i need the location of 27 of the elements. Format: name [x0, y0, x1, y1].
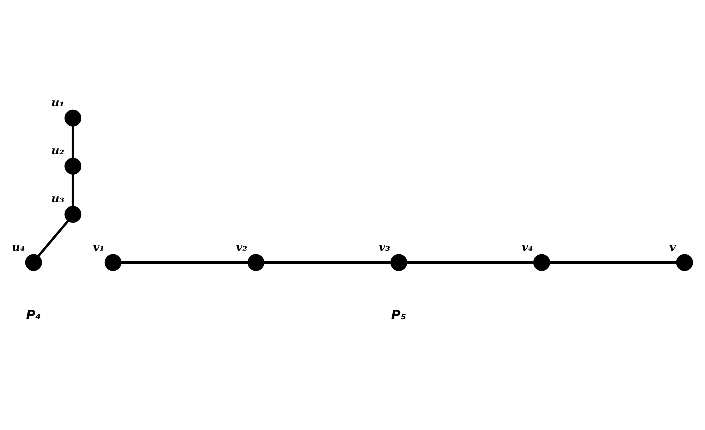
- node-circle: [104, 254, 122, 272]
- connector: [407, 262, 534, 264]
- node-label: u₁: [51, 95, 65, 110]
- node-circle: [64, 206, 82, 224]
- node-circle: [534, 254, 550, 272]
- label: P₅: [391, 308, 406, 324]
- connector: [550, 262, 677, 264]
- node-circle: [676, 254, 694, 272]
- node-circle: [390, 254, 408, 272]
- node-label: v₄: [522, 240, 534, 254]
- connector: [38, 220, 70, 257]
- connector: [72, 126, 74, 158]
- connector: [264, 262, 391, 264]
- node-circle: [64, 158, 82, 175]
- node-circle: [25, 254, 42, 272]
- node-label: v₁: [93, 240, 105, 254]
- connector: [72, 174, 74, 206]
- node-label: v₃: [378, 240, 390, 254]
- node-label: u₃: [51, 192, 65, 206]
- label: P₄: [26, 308, 42, 324]
- node-circle: [248, 254, 265, 272]
- node-label: u₂: [51, 144, 65, 158]
- node-label: v₂: [236, 240, 248, 254]
- node-label: v: [670, 240, 676, 254]
- connector: [121, 262, 248, 264]
- node-circle: [64, 110, 82, 127]
- node-label: u₄: [12, 240, 26, 254]
